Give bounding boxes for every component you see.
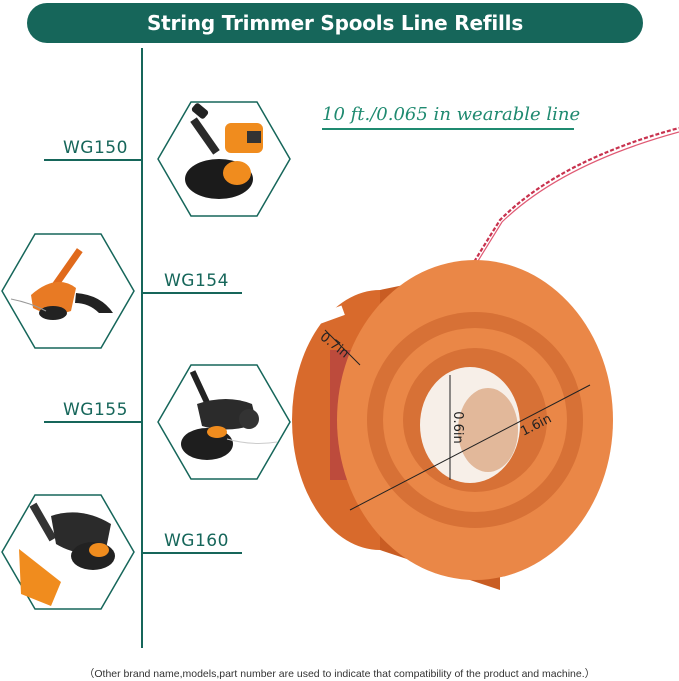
line-caption: 10 ft./0.065 in wearable line [322, 104, 581, 125]
model-underline [44, 421, 142, 423]
model-label-wg154: WG154 [164, 271, 229, 291]
model-label-wg160: WG160 [164, 531, 229, 551]
spool-image [292, 126, 679, 590]
trimmer-wg154-image [1, 233, 135, 349]
trimmer-wg155-image [157, 364, 291, 480]
trimmer-wg160-image [1, 494, 135, 610]
model-underline [44, 159, 142, 161]
trimmer-wg150-image [157, 101, 291, 217]
title-banner: String Trimmer Spools Line Refills Dimen… [27, 3, 643, 75]
model-underline [142, 292, 242, 294]
model-underline [142, 552, 242, 554]
model-label-wg150: WG150 [63, 138, 128, 158]
footer-note: （Other brand name,models,part number are… [83, 668, 596, 680]
page-title: String Trimmer Spools Line Refills Dimen… [146, 11, 524, 75]
model-label-wg155: WG155 [63, 400, 128, 420]
dimension-inner-label: 0.6in [449, 411, 465, 444]
connector-line [141, 48, 143, 648]
caption-underline [322, 128, 574, 130]
